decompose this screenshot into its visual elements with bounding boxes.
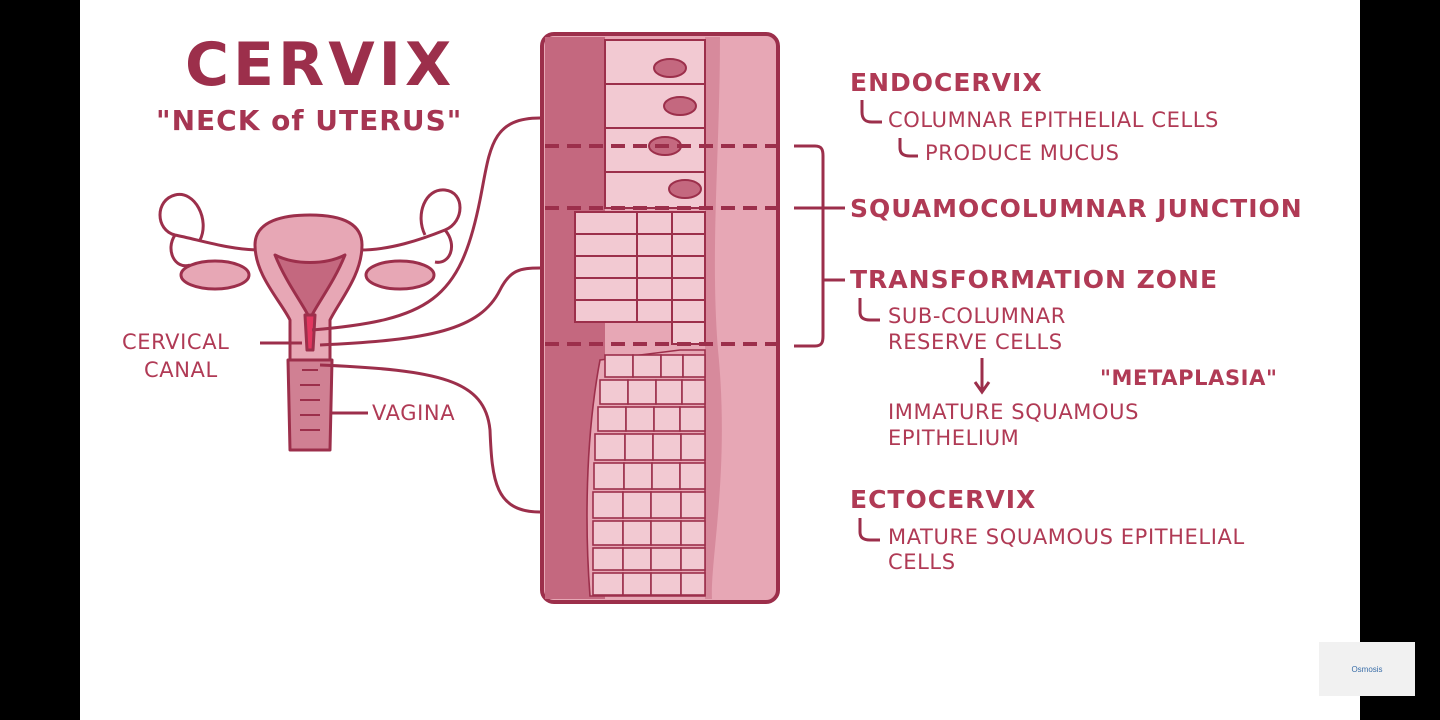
mature-cells-label-line2: CELLS [888,550,956,574]
cervix-diagram [158,32,991,604]
diagram-title: CERVIX [185,30,456,100]
immature-label-line2: EPITHELIUM [888,426,1020,450]
produce-mucus-label: PRODUCE MUCUS [925,141,1120,165]
uterus-illustration [158,188,462,452]
metaplasia-label: "METAPLASIA" [1100,366,1278,390]
immature-label-line1: IMMATURE SQUAMOUS [888,400,1140,424]
mature-cells-label-line1: MATURE SQUAMOUS EPITHELIAL [888,525,1245,549]
sub-columnar-label-line1: SUB-COLUMNAR [888,304,1066,328]
vagina-label: VAGINA [372,401,456,425]
leader-lines [260,116,541,514]
osmosis-logo: Osmosis [1351,664,1383,674]
zone-bracket [794,100,991,542]
ectocervix-label: ECTOCERVIX [850,485,1037,514]
tissue-panel [540,32,780,604]
video-frame: CERVIX "NECK of UTERUS" CERVICAL CANAL V… [80,0,1360,720]
transformation-zone-label: TRANSFORMATION ZONE [850,265,1219,294]
junction-label: SQUAMOCOLUMNAR JUNCTION [850,194,1303,223]
sub-columnar-label-line2: RESERVE CELLS [888,330,1063,354]
osmosis-logo-badge[interactable]: Osmosis [1319,642,1415,696]
cervical-canal-label-line2: CANAL [144,358,218,382]
endocervix-label: ENDOCERVIX [850,68,1043,97]
diagram-subtitle: "NECK of UTERUS" [156,104,463,137]
cervical-canal-label-line1: CERVICAL [122,330,230,354]
columnar-cells-label: COLUMNAR EPITHELIAL CELLS [888,108,1219,132]
